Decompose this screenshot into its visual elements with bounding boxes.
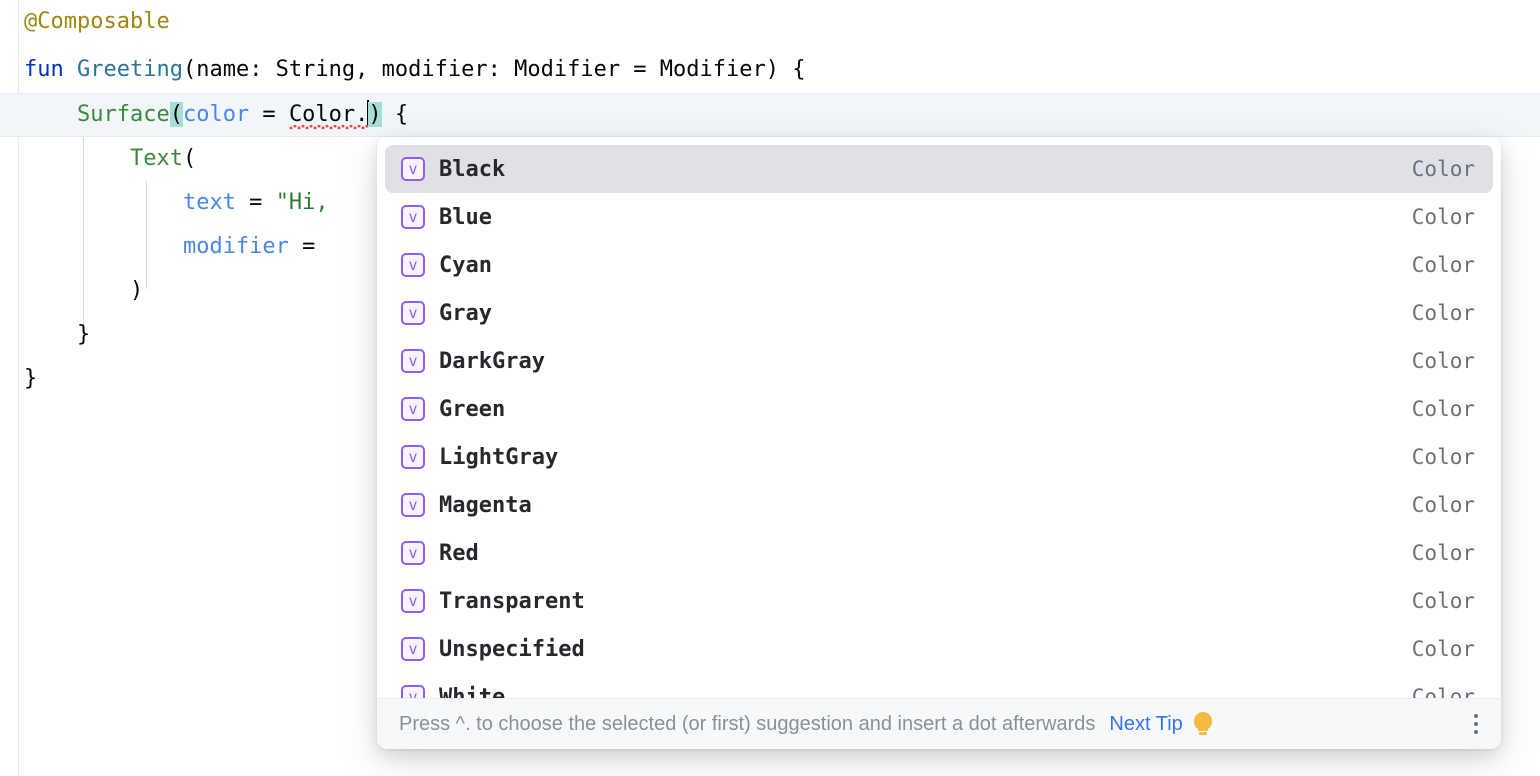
completion-item-type: Color — [1411, 685, 1475, 698]
kotlin-property-icon: v — [401, 637, 425, 661]
completion-item-type: Color — [1411, 589, 1475, 613]
completion-item-type: Color — [1411, 253, 1475, 277]
kotlin-property-icon: v — [401, 685, 425, 698]
completion-item-label: Magenta — [439, 492, 532, 518]
completion-item-white[interactable]: v White Color — [385, 673, 1493, 698]
completion-item-type: Color — [1411, 397, 1475, 421]
token-signature: (name: String, modifier: Modifier = Modi… — [182, 57, 806, 82]
completion-item-type: Color — [1411, 349, 1475, 373]
completion-item-transparent[interactable]: v Transparent Color — [385, 577, 1493, 625]
completion-item-label: DarkGray — [439, 348, 545, 374]
completion-item-label: Black — [439, 156, 506, 182]
kotlin-property-icon: v — [401, 493, 425, 517]
token-paren-close-matched: ) — [368, 102, 382, 127]
code-line-6: modifier = — [182, 234, 329, 259]
token-string-literal: "Hi, — [275, 190, 329, 215]
token-named-arg-color: color — [182, 102, 250, 127]
completion-tip-bar: Press ^. to choose the selected (or firs… — [377, 698, 1501, 749]
token-text-call: Text — [129, 146, 183, 171]
kotlin-property-icon: v — [401, 205, 425, 229]
code-line-3: Surface(color = Color.) { — [76, 100, 409, 127]
completion-item-type: Color — [1411, 301, 1475, 325]
completion-item-unspecified[interactable]: v Unspecified Color — [385, 625, 1493, 673]
token-annotation: @Composable — [24, 9, 170, 34]
code-line-9: } — [24, 366, 38, 391]
kebab-menu-icon[interactable] — [1473, 712, 1479, 736]
completion-item-gray[interactable]: v Gray Color — [385, 289, 1493, 337]
completion-item-label: Gray — [439, 300, 492, 326]
completion-item-label: Transparent — [439, 588, 585, 614]
completion-item-type: Color — [1411, 445, 1475, 469]
code-line-5: text = "Hi, — [182, 190, 329, 215]
code-line-7: ) — [24, 278, 144, 303]
gutter-divider — [18, 0, 19, 776]
kotlin-property-icon: v — [401, 349, 425, 373]
completion-item-darkgray[interactable]: v DarkGray Color — [385, 337, 1493, 385]
kotlin-property-icon: v — [401, 589, 425, 613]
token-named-arg-modifier: modifier — [182, 234, 289, 259]
completion-item-label: Green — [439, 396, 506, 422]
completion-item-blue[interactable]: v Blue Color — [385, 193, 1493, 241]
completion-item-type: Color — [1411, 205, 1475, 229]
kotlin-property-icon: v — [401, 157, 425, 181]
completion-item-cyan[interactable]: v Cyan Color — [385, 241, 1493, 289]
completion-item-green[interactable]: v Green Color — [385, 385, 1493, 433]
next-tip-button[interactable]: Next Tip — [1109, 712, 1183, 735]
token-surface-call: Surface — [76, 102, 170, 127]
token-function-name: Greeting — [77, 57, 183, 82]
kotlin-property-icon: v — [401, 253, 425, 277]
completion-item-type: Color — [1411, 541, 1475, 565]
kotlin-property-icon: v — [401, 445, 425, 469]
completion-item-label: Unspecified — [439, 636, 585, 662]
current-line-highlight — [0, 93, 1540, 137]
completion-item-label: Red — [439, 540, 479, 566]
completion-item-lightgray[interactable]: v LightGray Color — [385, 433, 1493, 481]
kotlin-property-icon: v — [401, 301, 425, 325]
code-line-8: } — [24, 322, 91, 347]
completion-item-label: LightGray — [439, 444, 559, 470]
token-color-unresolved: Color. — [288, 102, 369, 127]
completion-item-label: White — [439, 684, 506, 699]
completion-item-red[interactable]: v Red Color — [385, 529, 1493, 577]
completion-item-magenta[interactable]: v Magenta Color — [385, 481, 1493, 529]
code-line-2: fun Greeting(name: String, modifier: Mod… — [0, 48, 1540, 92]
completion-item-black[interactable]: v Black Color — [385, 145, 1493, 193]
token-paren-open-matched: ( — [169, 102, 183, 127]
completion-item-type: Color — [1411, 493, 1475, 517]
kotlin-property-icon: v — [401, 397, 425, 421]
kotlin-property-icon: v — [401, 541, 425, 565]
lightbulb-icon — [1192, 712, 1214, 736]
token-keyword-fun: fun — [24, 57, 64, 82]
completion-item-type: Color — [1411, 637, 1475, 661]
completion-item-label: Blue — [439, 204, 492, 230]
completion-item-type: Color — [1411, 157, 1475, 181]
indent-guide-level-2 — [146, 181, 147, 289]
token-named-arg-text: text — [182, 190, 236, 215]
code-line-4: Text( — [129, 146, 197, 171]
tip-text: Press ^. to choose the selected (or firs… — [399, 712, 1096, 735]
completion-item-label: Cyan — [439, 252, 492, 278]
indent-guide-level-1 — [83, 137, 84, 333]
code-line-1: @Composable — [0, 0, 1540, 44]
